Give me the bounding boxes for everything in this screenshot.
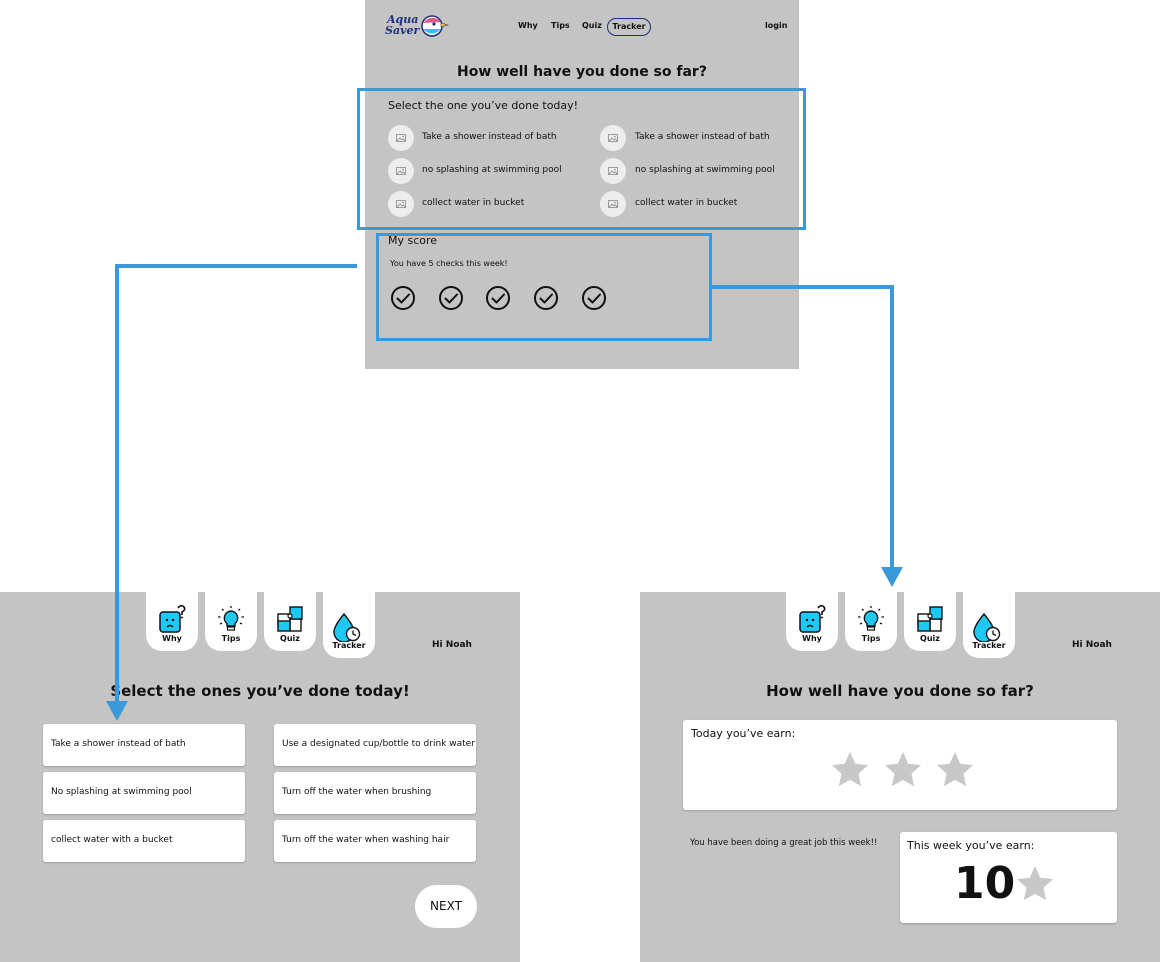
- encouragement-message: You have been doing a great job this wee…: [690, 838, 878, 848]
- option-label: collect water with a bucket: [51, 835, 173, 845]
- greeting: Hi Noah: [1072, 640, 1112, 650]
- nav-why[interactable]: Why: [518, 21, 538, 30]
- tab-tracker[interactable]: Tracker: [963, 592, 1015, 658]
- week-label: This week you’ve earn:: [907, 839, 1035, 852]
- image-placeholder-icon[interactable]: [388, 158, 414, 184]
- tab-label: Tips: [221, 634, 241, 643]
- activity-label[interactable]: Take a shower instead of bath: [422, 132, 557, 142]
- tab-why[interactable]: Why: [786, 592, 838, 651]
- select-prompt: Select the one you’ve done today!: [388, 99, 579, 112]
- week-count: 10: [954, 858, 1016, 909]
- logo-line-1: Aqua: [387, 13, 419, 26]
- image-placeholder-icon[interactable]: [600, 191, 626, 217]
- next-button[interactable]: NEXT: [415, 885, 477, 928]
- arrow-head-left: [106, 701, 128, 721]
- option-label: Turn off the water when washing hair: [282, 835, 450, 845]
- arrow-to-progress-screen: [712, 285, 894, 568]
- option-card[interactable]: Take a shower instead of bath: [43, 724, 245, 766]
- activity-label[interactable]: no splashing at swimming pool: [422, 165, 562, 175]
- tab-label: Tips: [861, 634, 881, 643]
- option-card[interactable]: Turn off the water when brushing: [274, 772, 476, 814]
- today-label: Today you’ve earn:: [691, 727, 796, 740]
- option-card[interactable]: Turn off the water when washing hair: [274, 820, 476, 862]
- activity-label[interactable]: no splashing at swimming pool: [635, 165, 775, 175]
- tab-tracker[interactable]: Tracker: [323, 592, 375, 658]
- tab-why[interactable]: Why: [146, 592, 198, 651]
- arrow-to-select-screen: [115, 264, 357, 703]
- arrow-head-right: [881, 567, 903, 587]
- tab-tips[interactable]: Tips: [205, 592, 257, 651]
- logo-text: Aqua Saver: [379, 14, 419, 36]
- tab-label: Quiz: [920, 634, 940, 643]
- activity-label[interactable]: Take a shower instead of bath: [635, 132, 770, 142]
- option-label: Turn off the water when brushing: [282, 787, 432, 797]
- page-title: How well have you done so far?: [457, 64, 707, 80]
- tab-label: Why: [802, 634, 822, 643]
- tab-label: Tracker: [332, 641, 366, 650]
- select-title: Select the ones you’ve done today!: [110, 682, 410, 700]
- option-label: Use a designated cup/bottle to drink wat…: [282, 739, 475, 749]
- image-placeholder-icon[interactable]: [600, 125, 626, 151]
- tab-quiz[interactable]: Quiz: [264, 592, 316, 651]
- tab-label: Why: [162, 634, 182, 643]
- activity-label[interactable]: collect water in bucket: [422, 198, 525, 208]
- tab-label: Tracker: [972, 641, 1006, 650]
- activity-label[interactable]: collect water in bucket: [635, 198, 738, 208]
- option-card[interactable]: collect water with a bucket: [43, 820, 245, 862]
- today-earned-card: Today you’ve earn:: [683, 720, 1117, 810]
- bird-icon: [421, 15, 449, 37]
- score-text: You have 5 checks this week!: [390, 259, 508, 268]
- logo-line-2: Saver: [385, 24, 420, 37]
- progress-title: How well have you done so far?: [766, 682, 1034, 700]
- week-earned-card: This week you’ve earn: 10: [900, 832, 1117, 923]
- tab-quiz[interactable]: Quiz: [904, 592, 956, 651]
- highlight-select-section: [357, 88, 806, 230]
- nav-quiz[interactable]: Quiz: [582, 21, 602, 30]
- option-label: No splashing at swimming pool: [51, 787, 192, 797]
- image-placeholder-icon[interactable]: [600, 158, 626, 184]
- option-card[interactable]: No splashing at swimming pool: [43, 772, 245, 814]
- nav-tips[interactable]: Tips: [551, 21, 570, 30]
- login-link[interactable]: login: [765, 21, 788, 30]
- greeting: Hi Noah: [432, 640, 472, 650]
- image-placeholder-icon[interactable]: [388, 125, 414, 151]
- option-label: Take a shower instead of bath: [51, 739, 186, 749]
- my-score-label: My score: [388, 234, 438, 247]
- aqua-saver-logo[interactable]: Aqua Saver: [379, 12, 449, 40]
- tracker-screen-top: Aqua Saver Why Tips Quiz Tracker login H…: [365, 0, 799, 369]
- nav-tracker-active[interactable]: Tracker: [607, 18, 651, 36]
- tab-tips[interactable]: Tips: [845, 592, 897, 651]
- tab-label: Quiz: [280, 634, 300, 643]
- highlight-score-section: [376, 233, 712, 341]
- image-placeholder-icon[interactable]: [388, 191, 414, 217]
- option-card[interactable]: Use a designated cup/bottle to drink wat…: [274, 724, 476, 766]
